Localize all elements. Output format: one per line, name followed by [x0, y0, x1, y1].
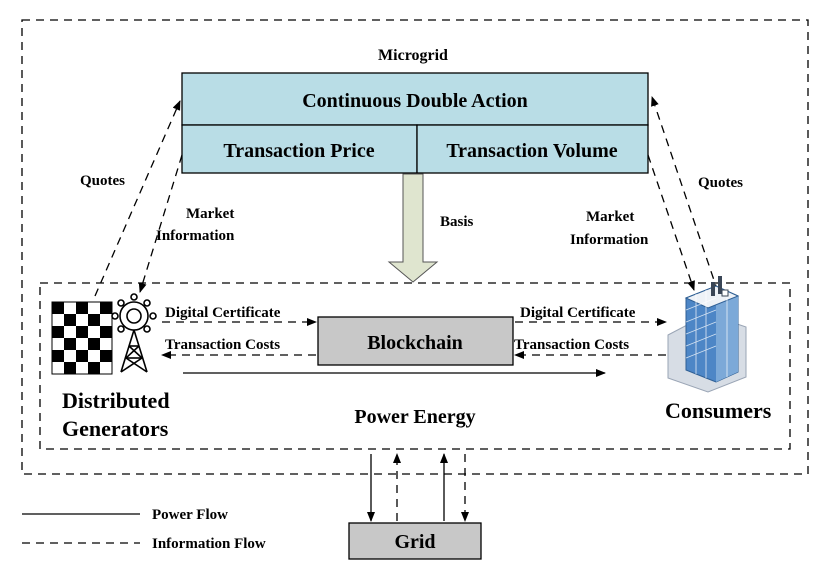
building-icon	[667, 276, 747, 393]
quotes-left-arrow	[94, 100, 181, 297]
generators-label-line1: Distributed	[62, 388, 170, 413]
power-energy-label: Power Energy	[354, 406, 475, 428]
market-info-right-arrow	[647, 154, 695, 291]
inner-boundary	[39, 282, 791, 450]
legend-information-label: Information Flow	[152, 536, 266, 552]
microgrid-boundary	[21, 19, 809, 475]
basis-arrow	[387, 173, 439, 283]
auction-title-cell	[181, 72, 649, 126]
market-left-line2: Information	[156, 228, 235, 244]
market-right-line2: Information	[570, 232, 649, 248]
consumers-label: Consumers	[665, 398, 772, 423]
quotes-right-arrow	[651, 96, 719, 293]
blockchain-box	[317, 316, 514, 366]
transaction-volume-label: Transaction Volume	[446, 140, 617, 162]
transmission-tower-icon	[111, 293, 157, 373]
blockchain-label: Blockchain	[367, 332, 463, 354]
grid-box	[348, 522, 482, 560]
transaction-price-label: Transaction Price	[223, 140, 374, 162]
grid-label: Grid	[394, 531, 435, 553]
solar-panel-icon	[51, 301, 113, 375]
basis-label: Basis	[440, 214, 474, 230]
market-right-line1: Market	[586, 209, 634, 225]
digital-certificate-right-label: Digital Certificate	[520, 305, 636, 321]
market-info-left-arrow	[138, 154, 183, 293]
auction-box: Continuous Double Action Transaction Pri…	[181, 72, 649, 174]
transaction-price-cell	[181, 124, 418, 174]
generators-label-line2: Generators	[62, 416, 169, 441]
auction-title: Continuous Double Action	[302, 90, 528, 112]
digital-certificate-left-label: Digital Certificate	[165, 305, 281, 321]
quotes-right-label: Quotes	[698, 175, 743, 191]
transaction-costs-right-label: Transaction Costs	[514, 337, 629, 353]
transaction-volume-cell	[416, 124, 649, 174]
microgrid-label: Microgrid	[378, 47, 448, 64]
market-left-line1: Market	[186, 206, 234, 222]
transaction-costs-left-label: Transaction Costs	[165, 337, 280, 353]
legend-power-label: Power Flow	[152, 507, 228, 523]
quotes-left-label: Quotes	[80, 173, 125, 189]
